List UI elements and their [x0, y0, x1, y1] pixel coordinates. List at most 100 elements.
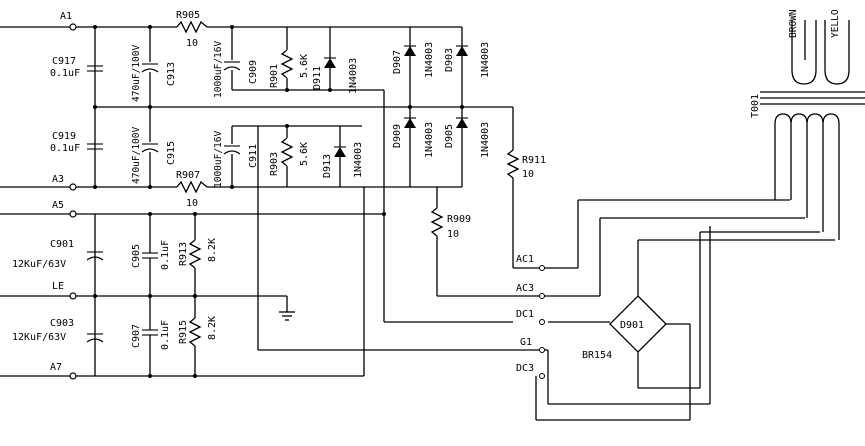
r915-ref: R915	[178, 320, 189, 344]
capacitor-c903: C903 12KuF/63V	[12, 318, 104, 343]
connector-dc3: DC3	[516, 363, 545, 379]
r913-value: 8.2K	[207, 238, 218, 262]
d903-ref: D903	[444, 48, 455, 72]
c913-ref: C913	[166, 62, 177, 86]
r907-value: 10	[186, 198, 198, 209]
connector-dc1: DC1	[516, 309, 545, 325]
net-a5: A5	[0, 200, 384, 218]
diode-d903: D903 1N4003	[444, 42, 491, 78]
d907-ref: D907	[392, 50, 403, 74]
net-label-a5: A5	[52, 200, 64, 211]
capacitor-c907: C907 0.1uF	[131, 296, 171, 376]
connector-label-ac1: AC1	[516, 254, 534, 265]
connector-label-ac3: AC3	[516, 283, 534, 294]
capacitor-c905: C905 0.1uF	[131, 214, 171, 296]
c919-ref: C919	[52, 131, 76, 142]
d909-value: 1N4003	[424, 122, 435, 158]
r905-ref: R905	[176, 10, 200, 21]
connector-ac3: AC3	[516, 283, 545, 299]
c917-value: 0.1uF	[50, 68, 80, 79]
r911-value: 10	[522, 169, 534, 180]
junction-dots	[93, 25, 464, 378]
diode-d907: D907 1N4003	[392, 42, 435, 78]
r903-ref: R903	[269, 152, 280, 176]
c907-ref: C907	[131, 324, 142, 348]
c915-value: 470uF/100V	[131, 127, 142, 184]
r903-value: 5.6K	[299, 142, 310, 166]
capacitor-c909: 1000uF/16V C909	[213, 27, 384, 98]
c917-ref: C917	[52, 56, 76, 67]
d905-ref: D905	[444, 124, 455, 148]
c903-value: 12KuF/63V	[12, 332, 66, 343]
r905-value: 10	[186, 38, 198, 49]
resistor-r909: R909 10	[430, 187, 600, 297]
r915-value: 8.2K	[207, 316, 218, 340]
d911-ref: D911	[312, 66, 323, 90]
r909-value: 10	[447, 229, 459, 240]
d913-ref: D913	[322, 154, 333, 178]
connector-label-dc3: DC3	[516, 363, 534, 374]
connector-g1: G1	[520, 337, 545, 353]
c911-value: 1000uF/16V	[213, 131, 224, 188]
c907-value: 0.1uF	[160, 320, 171, 350]
wire-label-yellow: YELLO	[830, 9, 841, 38]
d903-value: 1N4003	[480, 42, 491, 78]
bridge-rectifier-d901: D901 BR154	[547, 199, 835, 420]
diode-d913: D913 1N4003	[322, 126, 364, 187]
net-label-a1: A1	[60, 11, 72, 22]
capacitor-c919: C919 0.1uF	[50, 131, 103, 154]
transformer-t001: T001 BROWN YELLO	[750, 9, 865, 240]
net-label-le: LE	[52, 281, 64, 292]
net-le: LE	[0, 281, 295, 321]
c903-ref: C903	[50, 318, 74, 329]
r901-value: 5.6K	[299, 54, 310, 78]
c909-value: 1000uF/16V	[213, 41, 224, 98]
c905-value: 0.1uF	[160, 240, 171, 270]
t001-ref: T001	[750, 94, 761, 118]
resistor-r913: R913 8.2K	[178, 214, 218, 296]
c915-ref: C915	[166, 141, 177, 165]
c913-value: 470uF/100V	[131, 45, 142, 102]
connector-label-dc1: DC1	[516, 309, 534, 320]
c901-ref: C901	[50, 239, 74, 250]
d901-ref: D901	[620, 320, 644, 331]
diode-d909: D909 1N4003	[392, 117, 435, 158]
resistor-r905: R905 10	[176, 10, 208, 49]
resistor-r911: R911 10	[506, 149, 578, 269]
c911-ref: C911	[248, 144, 259, 168]
net-label-a3: A3	[52, 174, 64, 185]
d901-value: BR154	[582, 350, 612, 361]
wire-label-brown: BROWN	[788, 9, 799, 38]
net-a7: A7	[0, 362, 364, 380]
capacitor-c901: C901 12KuF/63V	[12, 239, 104, 270]
d907-value: 1N4003	[424, 42, 435, 78]
r907-ref: R907	[176, 170, 200, 181]
c905-ref: C905	[131, 244, 142, 268]
connector-label-g1: G1	[520, 337, 532, 348]
connector-ac1: AC1	[516, 254, 545, 271]
d905-value: 1N4003	[480, 122, 491, 158]
d909-ref: D909	[392, 124, 403, 148]
r901-ref: R901	[269, 64, 280, 88]
resistor-r903: R903 5.6K	[269, 126, 310, 187]
net-label-a7: A7	[50, 362, 62, 373]
c909-ref: C909	[248, 60, 259, 84]
connector-wiring	[257, 126, 690, 421]
r913-ref: R913	[178, 242, 189, 266]
resistor-r907: R907 10	[176, 170, 208, 209]
r911-ref: R911	[522, 155, 546, 166]
diode-d905: D905 1N4003	[444, 117, 491, 158]
diode-d911: D911 1N4003	[312, 27, 359, 94]
capacitor-c913: 470uF/100V C913	[131, 27, 177, 107]
resistor-r915: R915 8.2K	[178, 296, 218, 376]
capacitor-c911: 1000uF/16V C911	[213, 125, 362, 188]
resistor-r901: R901 5.6K	[269, 27, 310, 90]
capacitor-c915: 470uF/100V C915	[131, 107, 177, 187]
c901-value: 12KuF/63V	[12, 259, 66, 270]
r909-ref: R909	[447, 214, 471, 225]
capacitor-c917: C917 0.1uF	[50, 56, 103, 79]
d911-value: 1N4003	[348, 58, 359, 94]
d913-value: 1N4003	[353, 142, 364, 178]
c919-value: 0.1uF	[50, 143, 80, 154]
